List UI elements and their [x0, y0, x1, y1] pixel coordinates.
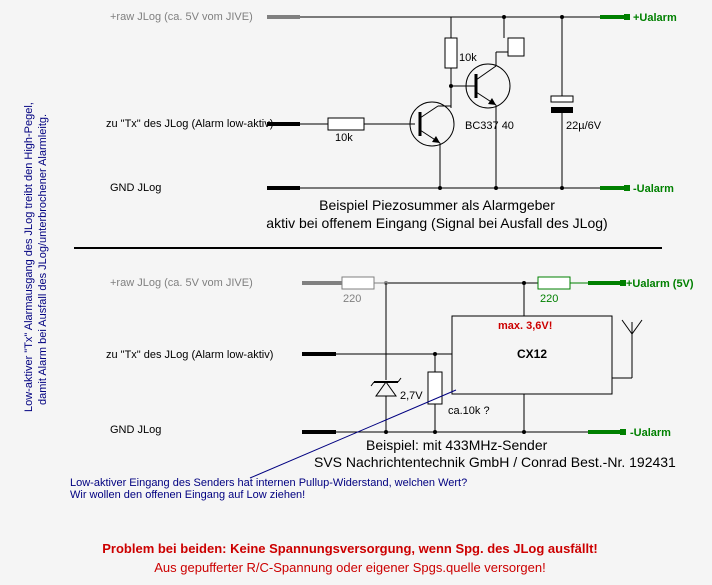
top-caption-2: aktiv bei offenem Eingang (Signal bei Au…	[266, 215, 607, 231]
top-collector-resistor	[444, 37, 458, 69]
bottom-minus-label: -Ualarm	[630, 427, 671, 439]
bottom-circuit: +raw JLog (ca. 5V vom JIVE) zu "Tx" des …	[70, 276, 694, 501]
bottom-plus-label: +Ualarm (5V)	[626, 278, 694, 290]
footer-advice: Aus gepufferter R/C-Spannung oder eigene…	[154, 560, 545, 575]
top-capacitor	[550, 95, 574, 103]
note-pointer-line	[249, 389, 457, 479]
zener-label: 2,7V	[400, 390, 423, 402]
top-gnd-label: GND JLog	[110, 182, 161, 194]
piezo-buzzer-icon	[507, 37, 525, 57]
bottom-resistor-left	[341, 276, 375, 290]
pulldown-label: ca.10k ?	[448, 405, 490, 417]
note-line-1: Low-aktiver Eingang des Senders hat inte…	[70, 477, 467, 489]
bottom-resistor-right	[537, 276, 571, 290]
transistor-type-label: BC337 40	[465, 120, 514, 132]
bottom-tx-label: zu "Tx" des JLog (Alarm low-aktiv)	[106, 349, 273, 361]
bottom-caption-1: Beispiel: mit 433MHz-Sender	[366, 437, 548, 453]
footer-warning: Problem bei beiden: Keine Spannungsverso…	[102, 541, 598, 556]
bottom-resistor-left-label: 220	[343, 293, 361, 305]
max-voltage-label: max. 3,6V!	[498, 320, 552, 332]
zener-diode-icon	[375, 381, 397, 397]
top-transistor-1	[409, 101, 455, 147]
capacitor-label: 22µ/6V	[566, 120, 602, 132]
top-base-resistor-label: 10k	[335, 132, 353, 144]
top-circuit: +raw JLog (ca. 5V vom JIVE) zu "Tx" des …	[106, 11, 677, 231]
bottom-gnd-label: GND JLog	[110, 424, 161, 436]
note-line-2: Wir wollen den offenen Eingang auf Low z…	[70, 489, 305, 501]
top-base-resistor	[327, 117, 365, 131]
top-minus-label: -Ualarm	[633, 183, 674, 195]
top-collector-resistor-label: 10k	[459, 52, 477, 64]
cx12-module	[451, 315, 613, 395]
top-caption-1: Beispiel Piezosummer als Alarmgeber	[319, 197, 555, 213]
bottom-resistor-right-label: 220	[540, 293, 558, 305]
side-note-line-2: damit Alarm bei Ausfall des JLog/unterbr…	[37, 114, 49, 405]
top-tx-label: zu "Tx" des JLog (Alarm low-aktiv)	[106, 118, 273, 130]
side-note-line-1: Low-aktiver "Tx" Alarmausgang des JLog t…	[23, 102, 35, 412]
bottom-raw-label: +raw JLog (ca. 5V vom JIVE)	[110, 277, 253, 289]
top-plus-label: +Ualarm	[633, 12, 677, 24]
top-transistor-2	[465, 63, 511, 109]
module-label: CX12	[517, 347, 547, 361]
bottom-caption-2: SVS Nachrichtentechnik GmbH / Conrad Bes…	[314, 454, 676, 470]
top-raw-label: +raw JLog (ca. 5V vom JIVE)	[110, 11, 253, 23]
